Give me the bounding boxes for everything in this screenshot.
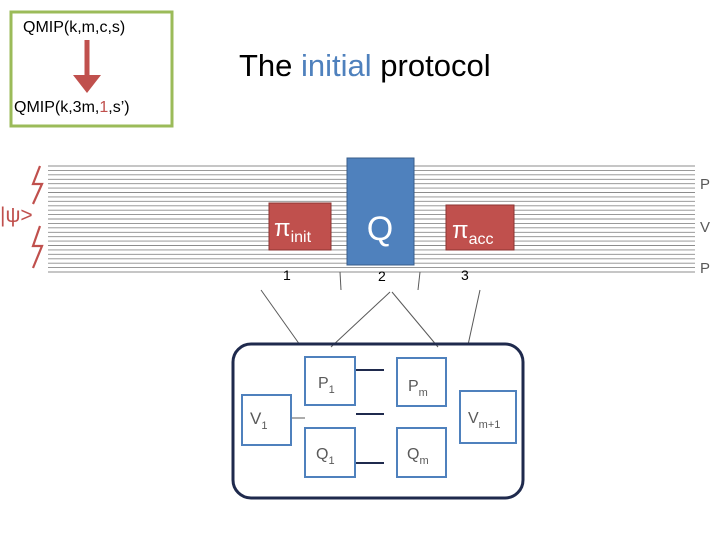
vm1-box: [459, 390, 517, 444]
qm-label: Qm: [407, 446, 429, 467]
squiggle-icon: [31, 225, 44, 269]
p1-box: [304, 356, 356, 406]
pm-box: [396, 357, 447, 407]
reduction-arrow: [73, 40, 101, 93]
q1-box: [304, 427, 356, 478]
reduction-box: [9, 10, 174, 128]
page-title: The initial protocol: [239, 48, 491, 83]
pi-init-label: πinit: [274, 215, 312, 246]
v1-label: V1: [250, 409, 267, 432]
pm-label: Pm: [408, 378, 428, 399]
step-number-2: 2: [378, 268, 386, 284]
fan-lines: [260, 271, 481, 348]
q-gate: [346, 157, 415, 266]
pi-acc-label: πacc: [452, 217, 493, 248]
qm-box: [396, 427, 447, 478]
reduction-bottom-label: QMIP(k,3m,1,s’): [14, 99, 130, 116]
wire-label-bottom: P: [700, 260, 710, 277]
pi-acc-gate: [445, 204, 515, 251]
wire-label-middle: V: [700, 219, 710, 236]
arrow-down-icon: [73, 75, 101, 93]
reduction-top-label: QMIP(k,m,c,s): [23, 19, 125, 36]
step-number-3: 3: [461, 267, 469, 283]
entanglement-squiggles: [31, 165, 44, 269]
squiggle-icon: [31, 165, 44, 205]
ellipsis-dashes: [356, 369, 384, 464]
v1-box: [241, 394, 292, 446]
step-number-1: 1: [283, 267, 291, 283]
q1-label: Q1: [316, 446, 335, 467]
pi-init-gate: [268, 202, 332, 251]
p1-label: P1: [318, 375, 335, 396]
wire-label-top: P: [700, 176, 710, 193]
inner-protocol-frame: [231, 342, 525, 500]
q-gate-label: Q: [367, 210, 393, 248]
vm1-label: Vm+1: [468, 410, 500, 431]
psi-state: |ψ>: [0, 204, 33, 227]
